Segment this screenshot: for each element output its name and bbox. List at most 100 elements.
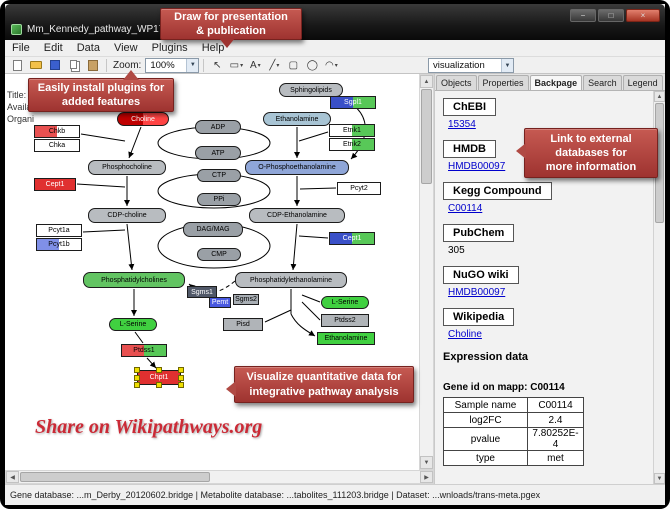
zoom-combobox[interactable]: 100% ▼ [145,57,200,73]
menu-item-edit[interactable]: Edit [43,42,63,54]
node-choline[interactable]: Choline [117,112,169,126]
node-phosphocholine[interactable]: Phosphocholine [88,160,166,175]
external-link[interactable]: Choline [448,329,482,340]
node-pcyt1b[interactable]: Pcyt1b [36,238,82,251]
save-icon[interactable] [46,58,64,73]
toolbar-separator [106,58,107,72]
external-link[interactable]: HMDB00097 [448,161,506,172]
node-ptdss1[interactable]: Ptdss1 [121,344,167,357]
arc-tool-icon[interactable]: ◠▾ [324,59,338,71]
node-cmp[interactable]: CMP [197,248,241,261]
horizontal-scroll-thumb[interactable] [20,472,210,482]
titlebar[interactable]: Mm_Kennedy_pathway_WP1771_45176.gp − □ × [5,4,665,40]
node-sphingolipids[interactable]: Sphingolipids [279,83,343,97]
datanode-tool-icon[interactable]: ▭▾ [229,59,244,71]
vertical-scroll-thumb[interactable] [421,89,432,184]
oval-tool-icon[interactable]: ◯ [306,59,318,71]
scroll-right-icon[interactable]: ▶ [420,471,433,483]
pointer-tool-icon[interactable]: ↖ [213,59,222,71]
node-l-serine[interactable]: L-Serine [109,318,157,331]
selection-handle[interactable] [134,367,140,373]
canvas-horizontal-scrollbar[interactable]: ◀ ▶ [5,470,434,484]
node-ptdss2[interactable]: Ptdss2 [321,314,369,327]
node-sgpl1[interactable]: Sgpl1 [330,96,376,109]
tab-properties[interactable]: Properties [477,75,529,90]
selection-handle[interactable] [156,367,162,373]
node-etnk2[interactable]: Etnk2 [329,138,375,151]
node-cdp-ethanolamine[interactable]: CDP-Ethanolamine [249,208,345,223]
node-cept1[interactable]: Cept1 [329,232,375,245]
close-button[interactable]: × [626,9,660,22]
external-link[interactable]: C00114 [448,203,483,214]
node-ethanolamine[interactable]: Ethanolamine [263,112,331,126]
scroll-left-icon[interactable]: ◀ [6,471,19,483]
scroll-up-icon[interactable]: ▲ [420,75,433,88]
node-sgms2[interactable]: Sgms2 [233,294,259,305]
scroll-up-icon[interactable]: ▲ [654,91,665,102]
label-tool-icon[interactable]: A▾ [250,59,261,71]
menu-item-view[interactable]: View [113,42,138,54]
scroll-down-icon[interactable]: ▼ [420,456,433,469]
canvas-vertical-scrollbar[interactable]: ▲ ▼ [419,74,434,470]
table-cell: log2FC [443,412,528,428]
selection-handle[interactable] [178,367,184,373]
node-ethanolamine[interactable]: Ethanolamine [317,332,375,345]
draw-tool-group: ↖ ▭▾ A▾ ╱▾ ▢ ◯ ◠▾ [208,58,340,73]
tab-search[interactable]: Search [583,75,622,90]
node-l-serine[interactable]: L-Serine [321,296,369,309]
node-pcyt1a[interactable]: Pcyt1a [36,224,82,237]
node-pcyt2[interactable]: Pcyt2 [337,182,381,195]
tab-backpage[interactable]: Backpage [529,75,583,90]
external-link[interactable]: HMDB00097 [448,287,506,298]
node-cdp-choline[interactable]: CDP-choline [88,208,166,223]
node-phosphatidylethanolamine[interactable]: Phosphatidylethanolamine [235,272,347,288]
section-header-box: Kegg Compound [443,182,552,200]
node-chkb[interactable]: Chkb [34,125,80,138]
selection-handle[interactable] [134,382,140,388]
node-atp[interactable]: ATP [195,146,241,160]
external-link[interactable]: 15354 [448,119,476,130]
section-header: NuGO wiki [441,259,653,287]
table-cell: met [527,450,584,466]
selection-handle[interactable] [178,382,184,388]
line-tool-icon[interactable]: ╱▾ [269,59,280,71]
copy-icon[interactable] [65,58,83,73]
table-cell: type [443,450,528,466]
node-o-phosphoethanolamine[interactable]: O-Phosphoethanolamine [245,160,349,175]
maximize-button[interactable]: □ [598,9,624,22]
node-ppi[interactable]: PPi [197,193,241,206]
visualization-combobox[interactable]: visualization ▼ [428,58,514,73]
selection-handle[interactable] [156,382,162,388]
paste-icon[interactable] [84,58,102,73]
node-pisd[interactable]: Pisd [223,318,263,331]
new-file-icon[interactable] [8,58,26,73]
scroll-down-icon[interactable]: ▼ [654,473,665,484]
node-dag-mag[interactable]: DAG/MAG [183,222,243,237]
node-pemt[interactable]: Pemt [209,297,231,308]
sidebar-scrollbar[interactable]: ▲ ▼ [653,91,665,484]
menu-item-data[interactable]: Data [76,42,100,54]
share-annotation-text: Share on Wikipathways.org [35,416,263,438]
node-adp[interactable]: ADP [195,120,241,134]
node-etnk1[interactable]: Etnk1 [329,124,375,137]
rect-tool-icon[interactable]: ▢ [288,59,299,71]
menu-item-plugins[interactable]: Plugins [151,42,188,54]
node-phosphatidylcholines[interactable]: Phosphatidylcholines [83,272,185,288]
menu-item-help[interactable]: Help [201,42,225,54]
selection-handle[interactable] [134,374,140,381]
pathway-info-fragment: Organi [7,114,35,124]
open-file-icon[interactable] [27,58,45,73]
menu-item-file[interactable]: File [12,42,30,54]
node-cept1[interactable]: Cept1 [34,178,76,191]
tab-legend[interactable]: Legend [622,75,663,90]
minimize-button[interactable]: − [570,9,596,22]
node-ctp[interactable]: CTP [197,169,241,182]
selection-handle[interactable] [178,374,184,381]
node-chka[interactable]: Chka [34,139,80,152]
tab-objects[interactable]: Objects [436,75,477,90]
